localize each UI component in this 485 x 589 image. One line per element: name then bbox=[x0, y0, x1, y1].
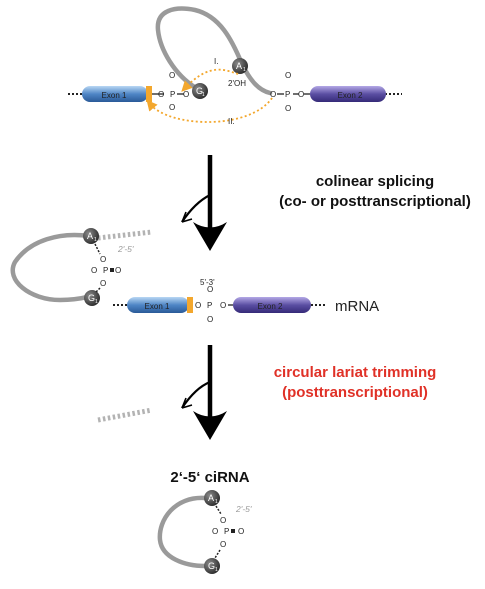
exon2-pre: Exon 2 bbox=[310, 86, 386, 102]
g1-nucleotide: G 1 bbox=[192, 83, 208, 99]
a1-branch-point: A 1 2'OH bbox=[228, 58, 248, 88]
process-arrow-one bbox=[181, 155, 227, 251]
svg-text:A: A bbox=[87, 231, 93, 241]
svg-text:1: 1 bbox=[215, 567, 218, 573]
mrna-label: mRNA bbox=[335, 298, 379, 315]
phosphate-5ss: O P O O O bbox=[152, 71, 189, 112]
svg-text:1: 1 bbox=[202, 92, 205, 98]
svg-text:O: O bbox=[298, 90, 304, 99]
svg-text:G: G bbox=[208, 561, 215, 571]
svg-text:O: O bbox=[270, 90, 276, 99]
hydroxyl-label: 2'OH bbox=[228, 79, 246, 88]
svg-text:O: O bbox=[207, 285, 213, 294]
splice-site-5prime bbox=[146, 86, 152, 102]
step1-line2: (co- or posttranscriptional) bbox=[279, 193, 471, 210]
svg-text:1: 1 bbox=[94, 237, 97, 243]
spliced-mrna: Exon 1 O P O O O Exon 2 5'-3' mRNA bbox=[113, 278, 379, 324]
svg-text:O: O bbox=[207, 315, 213, 324]
exon1-pre: Exon 1 bbox=[82, 86, 152, 102]
mrna-linkage-label: 5'-3' bbox=[200, 278, 215, 287]
svg-text:A: A bbox=[236, 61, 242, 71]
svg-text:O: O bbox=[100, 255, 106, 264]
svg-text:O: O bbox=[91, 266, 97, 275]
step1-line1: colinear splicing bbox=[316, 173, 434, 190]
step2-line1: circular lariat trimming bbox=[274, 364, 437, 381]
exon1-label: Exon 1 bbox=[102, 91, 127, 100]
svg-text:1: 1 bbox=[95, 299, 98, 305]
step-two-label: II. bbox=[228, 117, 235, 126]
trimmed-tail-dashed bbox=[97, 407, 153, 423]
cirna-circle: A 1 G 1 O P O O O 2'-5' bbox=[157, 490, 252, 574]
step2-line2: (posttranscriptional) bbox=[282, 384, 428, 401]
svg-text:P: P bbox=[224, 527, 229, 536]
excised-lariat: A 1 G 1 O P O O O 2'-5' bbox=[10, 228, 153, 306]
cirna-linkage-label: 2'-5' bbox=[235, 504, 252, 514]
exon2-label: Exon 2 bbox=[338, 91, 363, 100]
svg-text:O: O bbox=[285, 104, 291, 113]
svg-text:O: O bbox=[285, 71, 291, 80]
svg-text:O: O bbox=[220, 540, 226, 549]
svg-text:P: P bbox=[285, 90, 290, 99]
svg-text:O: O bbox=[220, 301, 226, 310]
svg-text:O: O bbox=[100, 279, 106, 288]
mrna-exon1-label: Exon 1 bbox=[145, 302, 170, 311]
svg-text:P: P bbox=[170, 90, 175, 99]
svg-text:1: 1 bbox=[243, 67, 246, 73]
lariat-linkage-label: 2'-5' bbox=[117, 244, 134, 254]
pre-mrna: Exon 1 O P O O O G 1 A 1 2'OH O bbox=[68, 6, 402, 126]
svg-text:P: P bbox=[207, 301, 212, 310]
svg-text:O: O bbox=[195, 301, 201, 310]
svg-text:O: O bbox=[238, 527, 244, 536]
svg-text:P: P bbox=[103, 266, 108, 275]
svg-text:O: O bbox=[169, 103, 175, 112]
svg-text:G: G bbox=[88, 293, 95, 303]
svg-text:1: 1 bbox=[215, 499, 218, 505]
intron-lariat bbox=[155, 6, 273, 96]
svg-text:A: A bbox=[208, 493, 214, 503]
svg-text:O: O bbox=[169, 71, 175, 80]
branch-arrow-two bbox=[181, 380, 211, 409]
mrna-exon2-label: Exon 2 bbox=[258, 302, 283, 311]
svg-text:O: O bbox=[212, 527, 218, 536]
reaction-arrow-one bbox=[181, 68, 239, 92]
svg-text:G: G bbox=[196, 86, 203, 96]
svg-text:O: O bbox=[183, 90, 189, 99]
svg-text:O: O bbox=[115, 266, 121, 275]
svg-text:O: O bbox=[158, 90, 164, 99]
cirna-title: 2‘-5‘ ciRNA bbox=[170, 469, 249, 486]
reaction-arrow-two bbox=[146, 97, 273, 123]
process-arrow-two bbox=[181, 345, 227, 440]
branch-arrow-one bbox=[181, 194, 211, 223]
lariat-tail-dashed bbox=[97, 229, 153, 241]
svg-text:O: O bbox=[220, 516, 226, 525]
phosphate-3ss: O P O O O bbox=[270, 71, 310, 113]
step-one-label: I. bbox=[214, 57, 218, 66]
